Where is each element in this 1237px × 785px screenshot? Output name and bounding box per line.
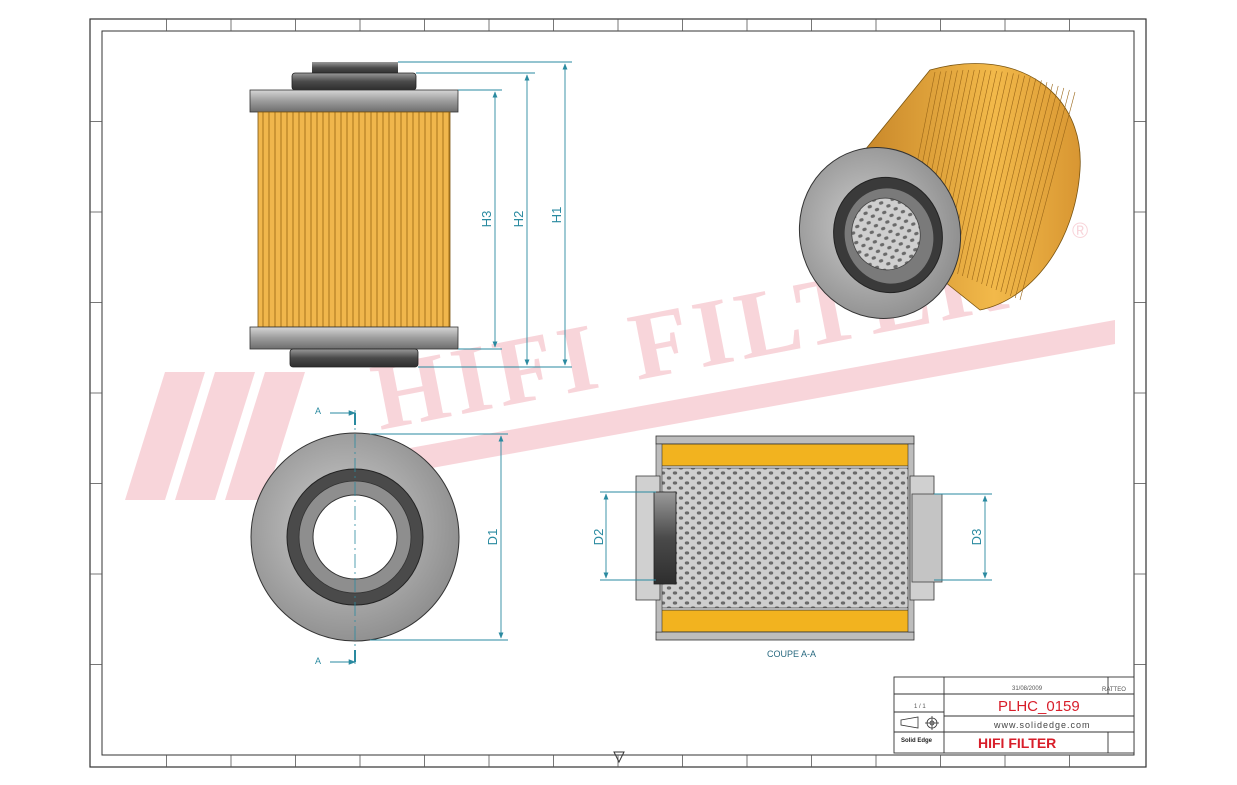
iso-pleat [986,78,1037,287]
front-dimensions [398,61,572,368]
section-marker-bottom: A [315,656,321,666]
iso-pleat [995,82,1048,291]
iso-pleat [1000,83,1053,293]
title-author: RATTEO [1102,687,1126,693]
dim-d1: D1 [485,529,500,546]
section-core [659,467,911,609]
title-part-number: PLHC_0159 [998,698,1080,715]
dim-d3: D3 [969,529,984,546]
bottom-seal [289,348,419,368]
end-view [250,410,460,665]
bottom-end-cap [249,326,459,350]
top-hub [312,62,398,74]
dim-h3: H3 [479,211,494,228]
iso-pleat [1005,85,1059,295]
watermark-registered: ® [1072,218,1088,243]
title-software: Solid Edge [901,738,933,744]
title-scale: 1 / 1 [914,704,926,710]
dim-h1: H1 [549,207,564,224]
pleated-media [257,111,451,328]
iso-pleat [1014,89,1070,299]
iso-perforated-core [851,197,921,271]
section-right-bore [911,493,943,583]
section-caption: COUPE A-A [767,649,816,659]
iso-pleat [990,80,1042,289]
iso-pleat [981,77,1031,285]
dim-h2: H2 [511,211,526,228]
title-block [893,676,1135,754]
title-website: www.solidedge.com [993,720,1091,730]
section-bottom-cap [655,631,915,641]
top-end-cap [249,89,459,113]
projection-symbol-icon [900,716,939,730]
iso-pleat [957,71,1003,275]
center-mark-icon [613,751,625,764]
section-left-seal [653,491,677,585]
section-top-media [659,443,911,467]
iso-pleat [976,75,1025,283]
isometric-view [798,63,1081,319]
iso-pleat [1010,87,1065,297]
section-top-cap [655,435,915,445]
section-marker-top: A [315,406,321,416]
iso-pleat [962,72,1009,277]
section-view [635,435,943,641]
section-bottom-media [659,609,911,633]
iso-pleat [1019,91,1076,301]
title-date: 31/08/2009 [1012,686,1043,692]
dim-d2: D2 [591,529,606,546]
end-dimensions [370,433,508,641]
frame-grid-ticks [90,19,1146,767]
iso-pleat [966,73,1014,279]
front-view [249,62,459,368]
title-brand: HIFI FILTER [978,735,1056,751]
iso-pleat [971,74,1020,281]
section-dimensions [600,491,992,581]
top-seal [291,72,417,91]
